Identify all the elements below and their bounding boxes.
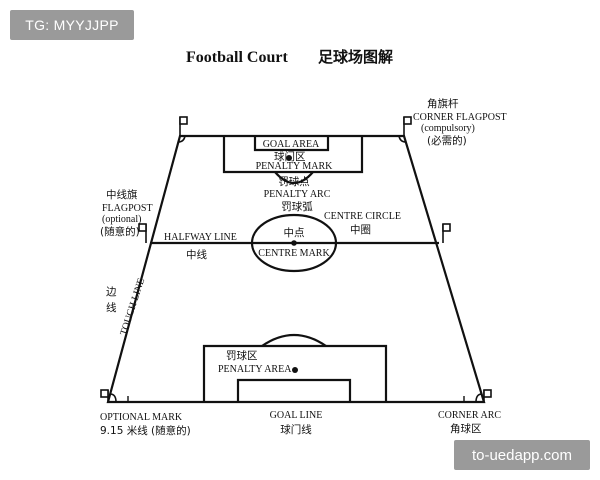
corner-arc-label: CORNER ARC [438,410,501,421]
corner-flag-top-right [403,116,412,136]
corner-flagpost-label: CORNER FLAGPOST [413,112,507,123]
optional-mark-label-cn: 9.15 米线 (随意的) [100,424,191,437]
top-penalty-arc [274,171,314,185]
corner-flag-bottom-right [483,389,492,402]
halfway-flag-label-cn: 中线旗 [106,188,138,201]
optional-label: (optional) [102,214,141,225]
penalty-area-label-cn: 罚球区 [226,349,258,362]
compulsory-label-cn: (必需的) [427,134,467,147]
top-penalty-mark [286,155,292,161]
halfway-flag-right [442,223,451,243]
corner-arc-top-left [177,135,186,143]
penalty-area-label: PENALTY AREA [218,364,292,375]
halfway-line-label: HALFWAY LINE [164,232,237,243]
bottom-penalty-area [202,344,388,402]
centre-mark-label: CENTRE MARK [258,248,330,259]
corner-flagpost-label-cn: 角旗杆 [427,97,459,110]
watermark-top-left: TG: MYYJJPP [10,10,134,40]
centre-point-label-cn: 中点 [284,226,305,239]
bottom-penalty-arc [261,334,327,347]
top-penalty-area [222,136,364,174]
penalty-mark-label: PENALTY MARK [256,161,334,172]
penalty-mark-label-cn: 罚球点 [278,175,310,188]
touch-line-label-cn-2: 线 [106,301,117,314]
corner-arc-label-cn: 角球区 [450,422,482,435]
goal-line-label-cn: 球门线 [280,423,312,436]
penalty-arc-label-cn: 罚球弧 [281,200,313,213]
halfway-line-label-cn: 中线 [186,248,207,261]
goal-area-label: GOAL AREA [263,139,320,150]
corner-arc-top-right [398,135,407,143]
corner-flag-top-left [179,116,188,136]
flags [100,116,492,402]
centre-circle-label: CENTRE CIRCLE [324,211,401,222]
touch-line-label: TOUCH LINE [118,277,147,337]
bottom-goal-area [236,378,352,402]
centre-circle [250,213,338,273]
penalty-arc-label: PENALTY ARC [264,189,331,200]
halfway-flag-left [138,223,147,243]
corner-arc-bottom-right [475,393,483,403]
flagpost-label: FLAGPOST [102,203,153,214]
optional-mark-label: OPTIONAL MARK [100,412,183,423]
bottom-penalty-mark [292,367,298,373]
compulsory-label: (compulsory) [421,123,475,134]
optional-label-cn: (随意的) [100,225,140,238]
top-goal-area [253,136,330,152]
title-cn: 足球场图解 [318,48,393,66]
corner-flag-bottom-left [100,389,109,402]
corner-arc-bottom-left [109,393,117,403]
goal-line-label: GOAL LINE [270,410,323,421]
centre-mark [291,240,297,246]
watermark-bottom-right: to-uedapp.com [454,440,590,470]
goal-area-label-cn: 球门区 [274,150,306,163]
touch-line-label-cn-1: 边 [106,286,117,298]
centre-circle-label-cn: 中圈 [350,223,371,236]
title-en: Football Court [186,49,288,66]
